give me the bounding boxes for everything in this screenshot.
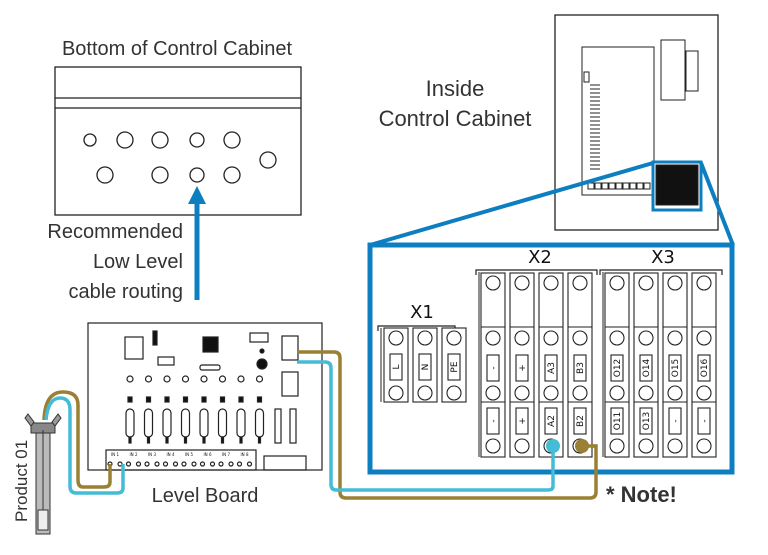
terminal-label: + <box>518 417 528 425</box>
wires <box>42 350 598 500</box>
terminal-label: O14 <box>642 358 652 377</box>
terminal-label: A2 <box>547 415 557 427</box>
input-terminal <box>154 461 160 467</box>
board-input-label: IN 6 <box>204 452 212 457</box>
input-terminal <box>191 461 197 467</box>
input-terminal <box>181 461 187 467</box>
zoom-callout <box>367 160 735 475</box>
terminal-label: O12 <box>613 359 623 378</box>
cable-hole <box>223 131 241 149</box>
board-input-label: IN 8 <box>241 452 249 457</box>
inside-label-2: Control Cabinet <box>379 106 532 131</box>
terminal-label: O13 <box>642 412 652 431</box>
terminal-x3-2: O15 - <box>662 272 688 458</box>
terminal-block-x2-label: X2 <box>528 247 552 268</box>
cabinet-inside <box>554 14 719 231</box>
input-terminal <box>236 461 243 467</box>
terminal-label: N <box>421 364 431 371</box>
level-board: IN 1 IN 2 IN 3 IN 4 IN 5 IN 6 IN 7 IN 8 <box>87 322 323 471</box>
terminal-label: L <box>392 364 402 369</box>
input-terminal <box>218 461 224 467</box>
note-label: * Note! <box>606 482 677 507</box>
terminal-x1-0: L <box>383 327 409 403</box>
terminal-label: B2 <box>576 415 586 427</box>
input-terminal <box>125 461 132 467</box>
terminal-label: - <box>671 419 681 422</box>
cable-hole <box>223 166 241 184</box>
terminal-label: O15 <box>671 359 681 378</box>
cable-hole <box>151 131 169 149</box>
product-label: Product 01 <box>12 440 31 522</box>
cable-hole <box>189 167 205 183</box>
wire-brown-board <box>297 350 598 500</box>
terminal-x1-2: PE <box>441 327 467 403</box>
terminal-label: A3 <box>547 362 557 374</box>
terminal-label: PE <box>450 361 460 372</box>
terminal-label: - <box>700 419 710 422</box>
board-input-label: IN 2 <box>130 452 138 457</box>
cable-hole <box>259 151 277 169</box>
bottom-cabinet-title: Bottom of Control Cabinet <box>62 38 293 60</box>
terminal-label: + <box>518 364 528 372</box>
wire-cyan-board <box>297 360 555 492</box>
input-terminal <box>209 461 216 467</box>
input-terminal <box>172 461 179 467</box>
terminal-label: - <box>489 419 499 422</box>
terminal-x1-1: N <box>412 327 438 403</box>
cable-hole <box>151 166 169 184</box>
cable-hole <box>83 133 97 147</box>
routing-arrow <box>188 186 206 300</box>
board-input-label: IN 3 <box>148 452 156 457</box>
cable-hole <box>96 166 114 184</box>
input-terminal <box>162 461 169 467</box>
board-input-label: IN 5 <box>185 452 193 457</box>
routing-label-3: cable routing <box>68 281 183 303</box>
terminal-block-x1-label: X1 <box>410 302 434 323</box>
input-terminal <box>135 461 142 467</box>
terminal-x2-1: ++ <box>509 272 535 458</box>
terminal-x2-0: -- <box>480 272 506 458</box>
input-terminal <box>144 461 150 467</box>
input-terminal <box>246 461 253 467</box>
terminal-label: O16 <box>700 358 710 377</box>
cable-hole <box>116 131 134 149</box>
cable-hole <box>189 132 205 148</box>
routing-label-1: Recommended <box>47 221 183 243</box>
board-input-label: IN 4 <box>167 452 175 457</box>
routing-label-2: Low Level <box>93 251 183 273</box>
cabinet-bottom <box>54 66 302 216</box>
terminal-block-x3-label: X3 <box>651 247 675 268</box>
board-input-label: IN 1 <box>111 452 119 457</box>
wire-cyan-probe <box>44 396 125 495</box>
terminal-label: O11 <box>613 412 623 431</box>
a2-terminal-connected <box>546 439 560 453</box>
terminal-x3-3: O16 - <box>691 272 717 458</box>
input-terminal <box>228 461 234 467</box>
wire-brown-probe <box>42 390 112 489</box>
board-input-label: IN 7 <box>222 452 230 457</box>
level-board-label: Level Board <box>152 485 259 507</box>
input-terminal <box>199 461 206 467</box>
inside-label-1: Inside <box>426 76 485 101</box>
level-probe <box>24 413 62 535</box>
terminal-label: B3 <box>576 362 586 374</box>
terminal-label: - <box>489 366 499 369</box>
